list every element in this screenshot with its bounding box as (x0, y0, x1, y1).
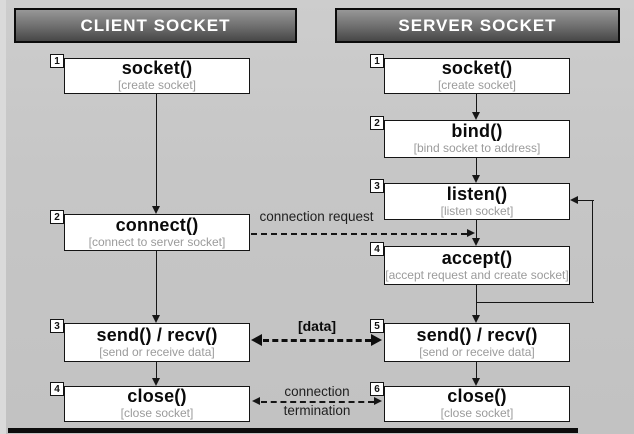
box-subtitle: [close socket] (120, 406, 194, 421)
connection-request-dashed-line (251, 233, 467, 235)
connection-request-label: connection request (259, 209, 374, 224)
step-number-server-2: 2 (370, 116, 384, 130)
box-subtitle: [create socket] (117, 78, 197, 93)
connection-termination-dashed-line (261, 401, 374, 403)
client-box-connect: connect() [connect to server socket] (64, 214, 250, 251)
box-subtitle: [create socket] (437, 78, 517, 93)
server-box-socket: socket() [create socket] (384, 58, 570, 94)
bottom-frame-bar (8, 428, 578, 433)
client-box-send-recv: send() / recv() [send or receive data] (64, 323, 250, 362)
box-title: connect() (115, 214, 199, 235)
arrow-right-icon (374, 397, 382, 405)
left-edge-strip (0, 0, 6, 434)
arrow-down-icon (472, 238, 480, 246)
server-box-bind: bind() [bind socket to address] (384, 120, 570, 158)
arrow-client-connect-to-sendrecv-line (156, 251, 157, 316)
arrow-server-socket-to-bind-line (476, 94, 477, 113)
box-title: socket() (121, 58, 193, 79)
box-subtitle: [close socket] (440, 406, 514, 421)
arrow-down-icon (472, 112, 480, 120)
box-subtitle: [listen socket] (440, 203, 514, 218)
arrow-right-icon (467, 229, 475, 237)
server-box-send-recv: send() / recv() [send or receive data] (384, 323, 570, 362)
loop-accept-to-listen-right-line (592, 200, 593, 303)
arrow-down-icon (472, 175, 480, 183)
box-subtitle: [accept request and create socket] (385, 267, 569, 282)
box-subtitle: [send or receive data] (99, 344, 215, 359)
step-number-server-3: 3 (370, 179, 384, 193)
box-subtitle: [bind socket to address] (413, 141, 541, 156)
box-title: close() (447, 386, 507, 407)
server-box-listen: listen() [listen socket] (384, 183, 570, 220)
box-title: bind() (451, 121, 503, 142)
data-dashed-line (263, 339, 371, 342)
server-socket-header: SERVER SOCKET (335, 8, 620, 43)
box-title: send() / recv() (416, 324, 538, 345)
client-box-socket: socket() [create socket] (64, 58, 250, 94)
box-title: accept() (441, 247, 513, 268)
client-socket-header: CLIENT SOCKET (14, 8, 297, 43)
client-box-close: close() [close socket] (64, 386, 250, 422)
box-subtitle: [send or receive data] (419, 344, 535, 359)
box-title: send() / recv() (96, 324, 218, 345)
arrow-server-sendrecv-to-close-line (476, 362, 477, 379)
arrow-client-sendrecv-to-close-line (156, 362, 157, 379)
arrow-right-icon (371, 334, 382, 346)
step-number-server-4: 4 (370, 242, 384, 256)
box-title: close() (127, 386, 187, 407)
connection-termination-label-line2: termination (283, 403, 351, 418)
step-number-client-2: 2 (50, 210, 64, 224)
box-title: listen() (446, 183, 508, 204)
arrow-left-icon (570, 196, 578, 204)
arrow-server-listen-to-accept-line (476, 220, 477, 239)
step-number-client-3: 3 (50, 319, 64, 333)
step-number-client-1: 1 (50, 54, 64, 68)
connection-termination-label-line1: connection (284, 384, 350, 399)
data-label: [data] (297, 318, 337, 334)
arrow-server-accept-to-sendrecv-line (476, 285, 477, 316)
server-box-accept: accept() [accept request and create sock… (384, 246, 570, 285)
arrow-down-icon (152, 206, 160, 214)
server-box-close: close() [close socket] (384, 386, 570, 422)
box-subtitle: [connect to server socket] (88, 234, 226, 249)
arrow-left-icon (251, 334, 262, 346)
step-number-server-5: 5 (370, 319, 384, 333)
arrow-down-icon (472, 378, 480, 386)
arrow-down-icon (152, 378, 160, 386)
step-number-server-6: 6 (370, 382, 384, 396)
arrow-server-bind-to-listen-line (476, 158, 477, 176)
arrow-left-icon (252, 397, 260, 405)
step-number-client-4: 4 (50, 382, 64, 396)
arrow-client-socket-to-connect-line (156, 94, 157, 207)
loop-accept-to-listen-bottom-line (476, 302, 594, 303)
arrow-down-icon (472, 315, 480, 323)
step-number-server-1: 1 (370, 54, 384, 68)
loop-accept-to-listen-top-line (578, 200, 594, 201)
box-title: socket() (441, 58, 513, 79)
arrow-down-icon (152, 315, 160, 323)
